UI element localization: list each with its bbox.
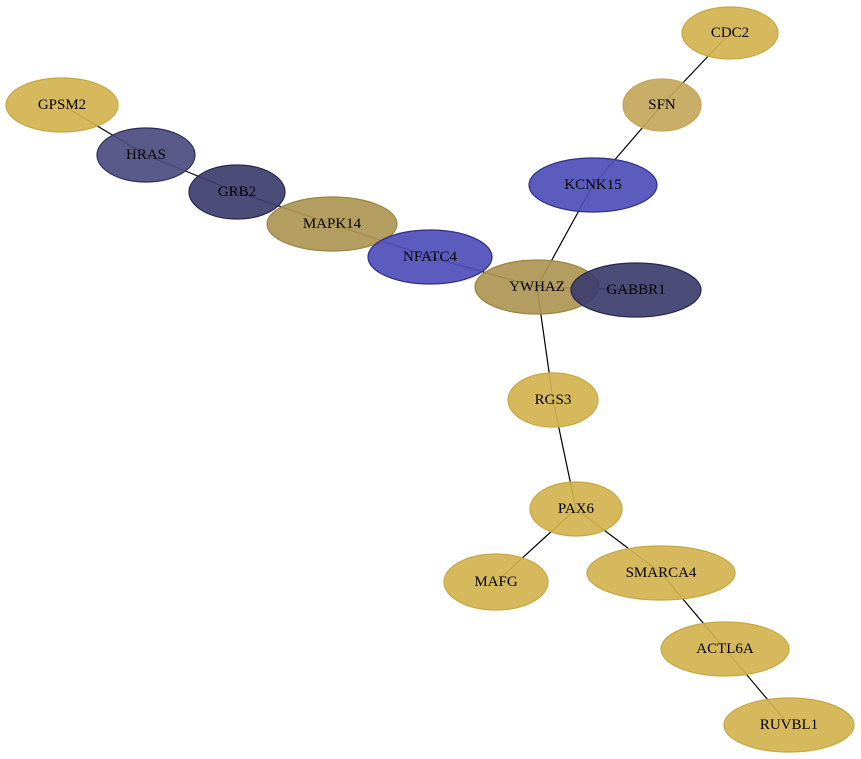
node-ruvbl1[interactable]: RUVBL1	[723, 697, 855, 753]
node-label: RUVBL1	[760, 717, 818, 733]
node-rgs3[interactable]: RGS3	[507, 372, 599, 428]
node-ellipse	[723, 697, 855, 753]
node-ellipse	[681, 6, 779, 60]
node-ellipse	[528, 157, 658, 213]
node-pax6[interactable]: PAX6	[529, 481, 623, 537]
node-ellipse	[266, 196, 398, 252]
node-label: MAPK14	[303, 216, 362, 232]
node-label: CDC2	[711, 25, 749, 41]
node-label: YWHAZ	[509, 279, 565, 295]
node-nfatc4[interactable]: NFATC4	[367, 229, 493, 285]
node-label: GPSM2	[38, 97, 86, 113]
node-label: PAX6	[558, 501, 595, 517]
node-gabbr1[interactable]: GABBR1	[570, 262, 702, 318]
node-label: RGS3	[535, 392, 572, 408]
node-ellipse	[660, 621, 790, 677]
node-ellipse	[570, 262, 702, 318]
node-mapk14[interactable]: MAPK14	[266, 196, 398, 252]
node-actl6a[interactable]: ACTL6A	[660, 621, 790, 677]
node-label: GRB2	[218, 184, 256, 200]
node-label: HRAS	[126, 147, 166, 163]
node-cdc2[interactable]: CDC2	[681, 6, 779, 60]
node-ellipse	[529, 481, 623, 537]
node-ywhaz[interactable]: YWHAZ	[474, 259, 600, 315]
node-mafg[interactable]: MAFG	[443, 553, 549, 611]
node-kcnk15[interactable]: KCNK15	[528, 157, 658, 213]
node-label: ACTL6A	[696, 641, 754, 657]
node-label: SMARCA4	[626, 565, 697, 581]
node-hras[interactable]: HRAS	[96, 127, 196, 183]
node-ellipse	[622, 78, 702, 132]
node-label: GABBR1	[606, 282, 665, 298]
node-smarca4[interactable]: SMARCA4	[586, 545, 736, 601]
node-ellipse	[367, 229, 493, 285]
node-ellipse	[586, 545, 736, 601]
node-label: MAFG	[474, 574, 518, 590]
node-ellipse	[443, 553, 549, 611]
node-ellipse	[5, 77, 119, 133]
node-label: SFN	[648, 97, 676, 113]
node-ellipse	[96, 127, 196, 183]
node-label: KCNK15	[564, 177, 622, 193]
node-ellipse	[188, 164, 286, 220]
node-grb2[interactable]: GRB2	[188, 164, 286, 220]
node-gpsm2[interactable]: GPSM2	[5, 77, 119, 133]
node-sfn[interactable]: SFN	[622, 78, 702, 132]
node-label: NFATC4	[403, 249, 457, 265]
node-ellipse	[507, 372, 599, 428]
